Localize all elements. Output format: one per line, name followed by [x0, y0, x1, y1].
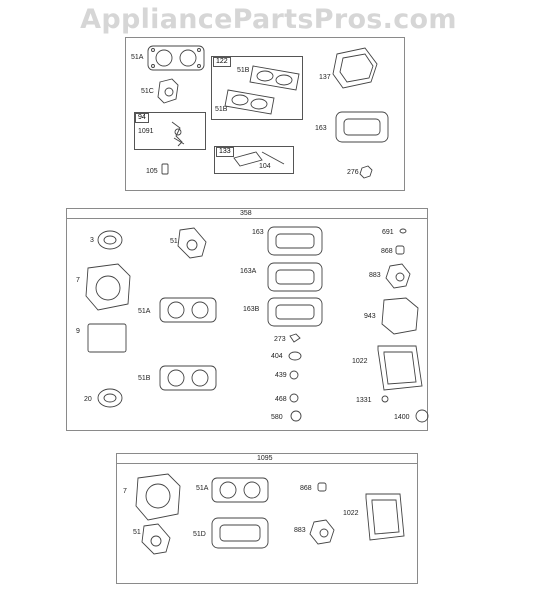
- part-label-468: 468: [275, 396, 287, 403]
- gasket-943-drawing: [381, 297, 419, 335]
- part-label-104: 104: [259, 163, 271, 170]
- part-label-868: 868: [381, 248, 393, 255]
- gasket-1022-bottom-drawing: [365, 493, 405, 541]
- gasket-883-drawing: [385, 263, 411, 289]
- part-label-51b: 51B: [215, 106, 228, 113]
- gasket-51a-drawing: [147, 45, 205, 71]
- seal-3-drawing: [97, 230, 123, 250]
- gasket-7-bottom-drawing: [135, 473, 181, 521]
- part-label-9: 9: [76, 328, 80, 335]
- part-104-drawing: [233, 151, 285, 167]
- part-label-1022: 1022: [352, 358, 368, 365]
- gasket-137-drawing: [332, 47, 378, 89]
- gasket-163a-drawing: [267, 262, 323, 292]
- bottom-group-header-label: 1095: [257, 455, 273, 462]
- part-label-7: 7: [76, 277, 80, 284]
- part-label-51a: 51A: [131, 54, 144, 61]
- part-label-51a: 51A: [138, 308, 151, 315]
- part-1331-drawing: [381, 395, 389, 403]
- part-label-51a: 51A: [196, 485, 209, 492]
- mid-group-header-label: 358: [240, 210, 252, 217]
- subgroup-94-tag: 94: [135, 113, 149, 123]
- gasket-51b-mid-drawing: [159, 365, 217, 391]
- part-468-drawing: [289, 393, 299, 403]
- subgroup-133-box: [214, 146, 294, 174]
- bottom-group-header-bar: [116, 453, 418, 464]
- subgroup-122-tag: 122: [213, 57, 231, 67]
- part-label-1400: 1400: [394, 414, 410, 421]
- part-868-bottom-drawing: [317, 482, 327, 492]
- top-parts-group: [125, 37, 405, 191]
- gasket-163-mid-drawing: [267, 226, 323, 256]
- part-label-943: 943: [364, 313, 376, 320]
- seal-20-drawing: [97, 388, 123, 408]
- gasket-51b-drawing: [224, 65, 300, 115]
- part-label-51b: 51B: [138, 375, 151, 382]
- part-label-3: 3: [90, 237, 94, 244]
- gasket-51a-mid-drawing: [159, 297, 217, 323]
- gasket-163-drawing: [335, 111, 389, 143]
- part-label-163: 163: [252, 229, 264, 236]
- gasket-883-bottom-drawing: [309, 519, 335, 545]
- part-label-51d: 51D: [193, 531, 206, 538]
- part-580-drawing: [290, 410, 302, 422]
- gasket-51-bottom-drawing: [141, 523, 171, 555]
- part-404-drawing: [288, 351, 302, 361]
- gasket-163b-drawing: [267, 297, 323, 327]
- part-label-51: 51: [133, 529, 141, 536]
- part-label-883: 883: [369, 272, 381, 279]
- subgroup-94-box: [134, 112, 206, 150]
- part-label-51: 51: [170, 238, 178, 245]
- part-label-137: 137: [319, 74, 331, 81]
- mid-group-header-bar: [66, 208, 428, 219]
- part-label-51c: 51C: [141, 88, 154, 95]
- part-label-691: 691: [382, 229, 394, 236]
- part-label-1091: 1091: [138, 128, 154, 135]
- part-label-276: 276: [347, 169, 359, 176]
- part-label-439: 439: [275, 372, 287, 379]
- part-label-163a: 163A: [240, 268, 257, 275]
- gasket-1022-drawing: [377, 345, 423, 391]
- part-273-drawing: [289, 333, 301, 343]
- gasket-9-drawing: [87, 323, 127, 353]
- part-1091-drawing: [171, 121, 185, 147]
- part-691-drawing: [399, 228, 407, 234]
- part-label-404: 404: [271, 353, 283, 360]
- subgroup-122-box: [211, 56, 303, 120]
- part-label-580: 580: [271, 414, 283, 421]
- gasket-51c-drawing: [157, 78, 179, 104]
- gasket-51a-bottom-drawing: [211, 477, 269, 503]
- part-276-drawing: [359, 165, 373, 179]
- part-label-883: 883: [294, 527, 306, 534]
- part-label-20: 20: [84, 396, 92, 403]
- watermark-logo: AppliancePartsPros.com: [80, 4, 457, 35]
- part-label-1331: 1331: [356, 397, 372, 404]
- part-105-drawing: [161, 163, 169, 175]
- part-1400-drawing: [415, 409, 429, 423]
- part-label-163: 163: [315, 125, 327, 132]
- part-868-drawing: [395, 245, 405, 255]
- subgroup-133-tag: 133: [216, 147, 234, 157]
- part-label-163b: 163B: [243, 306, 260, 313]
- gasket-7-drawing: [85, 263, 131, 311]
- part-label-7: 7: [123, 488, 127, 495]
- gasket-51-drawing: [177, 227, 207, 259]
- part-label-1022: 1022: [343, 510, 359, 517]
- part-label-105: 105: [146, 168, 158, 175]
- part-439-drawing: [289, 370, 299, 380]
- gasket-51d-drawing: [211, 517, 269, 549]
- part-label-51b: 51B: [237, 67, 250, 74]
- part-label-273: 273: [274, 336, 286, 343]
- part-label-868: 868: [300, 485, 312, 492]
